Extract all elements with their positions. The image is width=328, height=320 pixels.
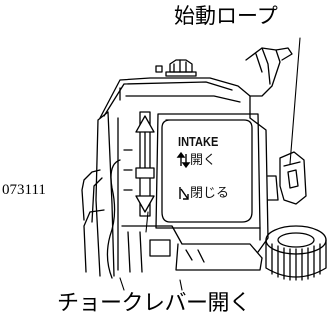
rope-guide [245, 47, 293, 97]
left-frame [81, 111, 119, 277]
intake-plate [155, 113, 261, 229]
starter-rope-leader [289, 37, 301, 165]
plate-open-label: 開く [190, 152, 217, 167]
plate-close-label: 閉じる [190, 185, 230, 200]
choke-label-leader [119, 211, 183, 291]
choke-lever-open-label: チョークレバー開く [57, 291, 251, 316]
fuel-cap [265, 225, 327, 281]
plate-title: INTAKE [178, 134, 219, 149]
starter-rope-handle [279, 151, 307, 205]
upper-housing [99, 77, 251, 119]
top-nut [165, 59, 197, 77]
choke-lever-slot [123, 111, 155, 217]
close-arrow-icon [179, 187, 189, 200]
small-bolt [155, 65, 163, 73]
figure-code: 073111 [2, 182, 46, 198]
open-arrows-icon [176, 151, 191, 169]
starter-rope-label: 始動ロープ [174, 4, 278, 28]
cable [106, 159, 121, 279]
right-bracket [249, 117, 279, 253]
lower-body [121, 225, 263, 273]
